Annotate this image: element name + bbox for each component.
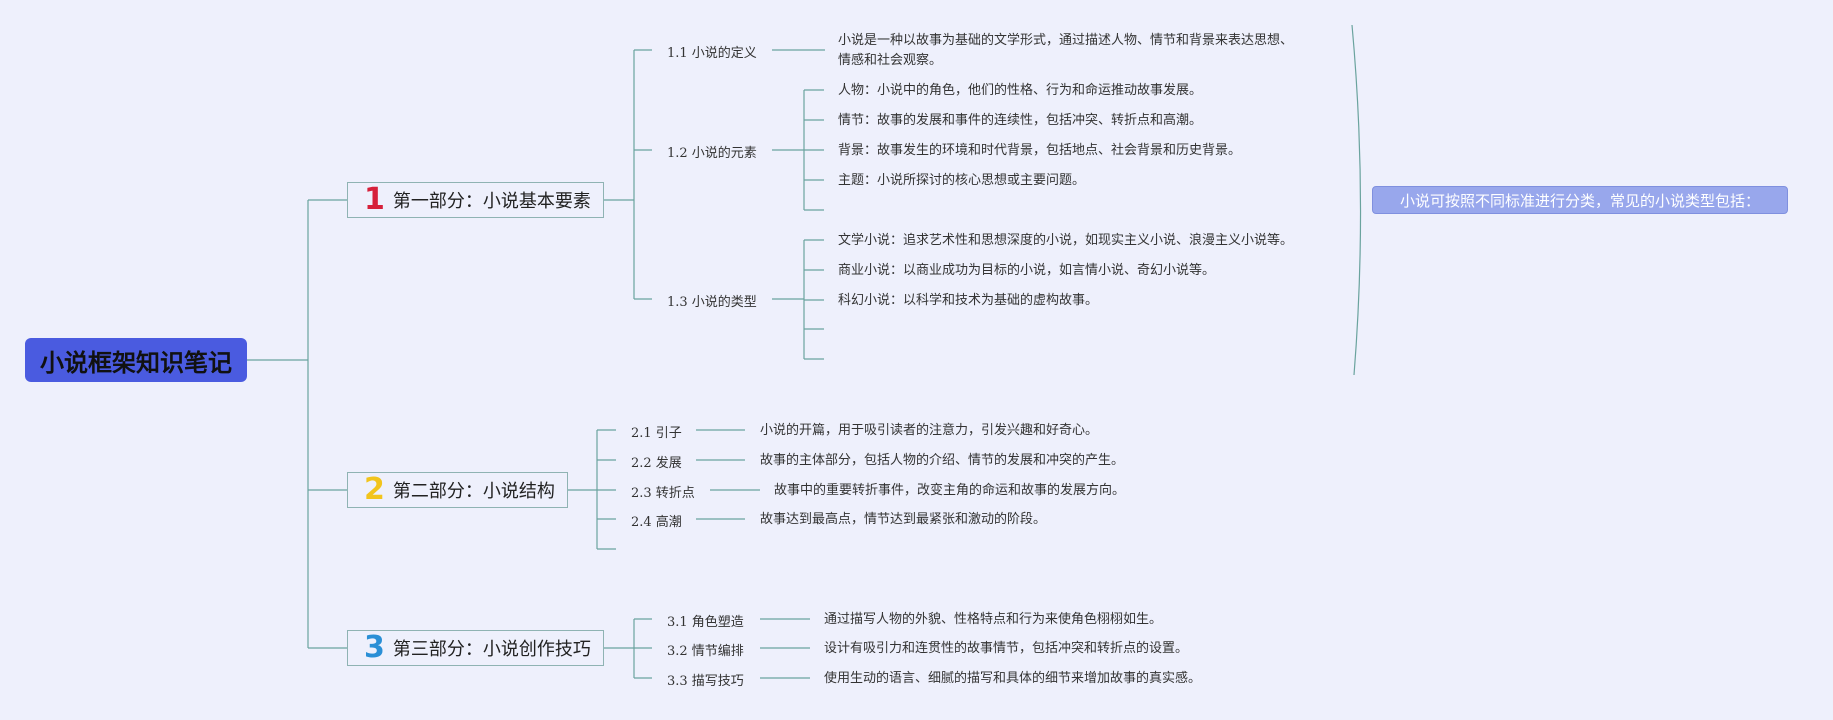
leaf-1-1-line-2[interactable]: 情感和社会观察。 (838, 53, 943, 68)
root-title: 小说框架知识笔记 (40, 348, 232, 377)
summary-text: 小说可按照不同标准进行分类，常见的小说类型包括： (1399, 191, 1760, 210)
number-3-icon: 3 (364, 630, 385, 665)
subtopic-1-1[interactable]: 1.1 小说的定义 (667, 46, 757, 61)
part-1-topic[interactable]: 1 第一部分：小说基本要素 (347, 182, 604, 218)
subtopic-3-1[interactable]: 3.1 角色塑造 (667, 615, 744, 630)
subtopic-2-4[interactable]: 2.4 高潮 (631, 515, 682, 530)
leaf-1-2-theme[interactable]: 主题：小说所探讨的核心思想或主要问题。 (838, 173, 1086, 188)
leaf-1-3-commercial[interactable]: 商业小说：以商业成功为目标的小说，如言情小说、奇幻小说等。 (838, 263, 1216, 278)
leaf-2-1[interactable]: 小说的开篇，用于吸引读者的注意力，引发兴趣和好奇心。 (760, 423, 1099, 438)
leaf-1-2-setting[interactable]: 背景：故事发生的环境和时代背景，包括地点、社会背景和历史背景。 (838, 143, 1242, 158)
subtopic-2-2[interactable]: 2.2 发展 (631, 456, 682, 471)
subtopic-1-3[interactable]: 1.3 小说的类型 (667, 295, 757, 310)
leaf-1-3-literary[interactable]: 文学小说：追求艺术性和思想深度的小说，如现实主义小说、浪漫主义小说等。 (838, 233, 1294, 248)
part-1-title: 第一部分：小说基本要素 (392, 191, 591, 212)
subtopic-3-2[interactable]: 3.2 情节编排 (667, 644, 744, 659)
root-topic[interactable]: 小说框架知识笔记 (25, 338, 247, 382)
leaf-1-3-scifi[interactable]: 科幻小说：以科学和技术为基础的虚构故事。 (838, 293, 1099, 308)
leaf-2-2[interactable]: 故事的主体部分，包括人物的介绍、情节的发展和冲突的产生。 (760, 453, 1125, 468)
leaf-3-2[interactable]: 设计有吸引力和连贯性的故事情节，包括冲突和转折点的设置。 (824, 641, 1189, 656)
part-3-title: 第三部分：小说创作技巧 (392, 639, 591, 660)
leaf-3-3[interactable]: 使用生动的语言、细腻的描写和具体的细节来增加故事的真实感。 (824, 671, 1202, 686)
subtopic-2-3[interactable]: 2.3 转折点 (631, 486, 695, 501)
subtopic-1-2[interactable]: 1.2 小说的元素 (667, 146, 757, 161)
leaf-1-2-characters[interactable]: 人物：小说中的角色，他们的性格、行为和命运推动故事发展。 (838, 83, 1203, 98)
part-2-topic[interactable]: 2 第二部分：小说结构 (347, 472, 568, 508)
leaf-1-2-plot[interactable]: 情节：故事的发展和事件的连续性，包括冲突、转折点和高潮。 (838, 113, 1203, 128)
subtopic-2-1[interactable]: 2.1 引子 (631, 426, 682, 441)
subtopic-3-3[interactable]: 3.3 描写技巧 (667, 674, 744, 689)
part-2-title: 第二部分：小说结构 (392, 481, 555, 502)
number-1-icon: 1 (364, 182, 385, 217)
leaf-2-3[interactable]: 故事中的重要转折事件，改变主角的命运和故事的发展方向。 (774, 483, 1126, 498)
leaf-3-1[interactable]: 通过描写人物的外貌、性格特点和行为来使角色栩栩如生。 (824, 612, 1163, 627)
part-3-topic[interactable]: 3 第三部分：小说创作技巧 (347, 630, 604, 666)
leaf-1-1-line-1[interactable]: 小说是一种以故事为基础的文学形式，通过描述人物、情节和背景来表达思想、 (838, 33, 1294, 48)
leaf-2-4[interactable]: 故事达到最高点，情节达到最紧张和激动的阶段。 (760, 512, 1047, 527)
number-2-icon: 2 (364, 472, 385, 507)
summary-topic[interactable]: 小说可按照不同标准进行分类，常见的小说类型包括： (1372, 186, 1788, 214)
